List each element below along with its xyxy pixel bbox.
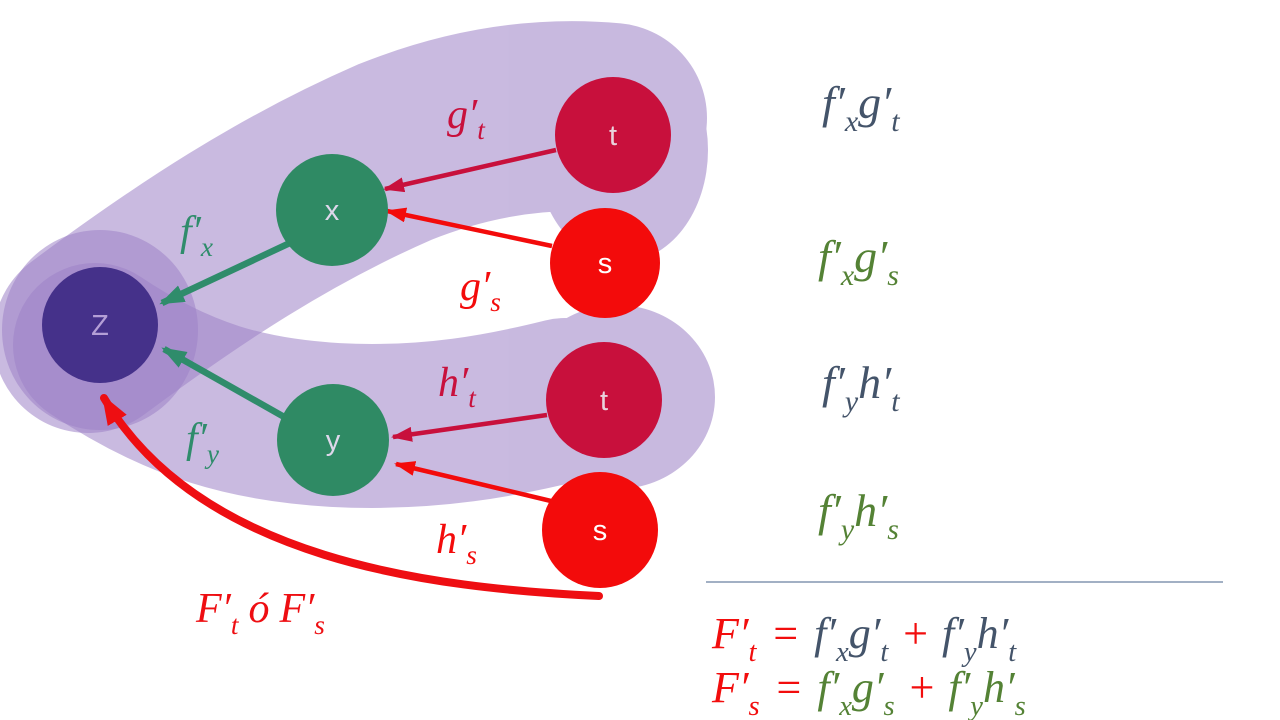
g-s-sub: s xyxy=(490,287,501,317)
edge-label-h-t: h′t xyxy=(438,360,477,413)
eq2-t1a: f′ xyxy=(817,663,840,712)
p2-a: f′ xyxy=(818,231,842,282)
eq1-lhs-sub: t xyxy=(749,637,758,668)
eq1-t1b-sub: t xyxy=(880,637,889,668)
node-x-circle xyxy=(276,154,388,266)
eq1-t1b: g′ xyxy=(849,609,882,658)
edge-s-lower-to-y xyxy=(394,461,552,504)
node-x-label: x xyxy=(325,195,340,227)
node-s-lower: s xyxy=(542,472,658,588)
eq1-lhs: F′ xyxy=(711,609,750,658)
f-y-sub: y xyxy=(204,439,220,469)
eq2-lhs: F′ xyxy=(711,663,750,712)
edge-label-f-x: f′x xyxy=(180,209,213,262)
F-or-p2: F′ xyxy=(278,586,315,632)
g-s-main: g′ xyxy=(460,264,491,310)
p3-b-sub: t xyxy=(891,385,900,418)
edge-s-upper-to-x xyxy=(385,207,553,249)
node-s-lower-label: s xyxy=(593,515,608,547)
edge-x-to-z xyxy=(159,239,294,306)
edge-label-g-s: g′s xyxy=(460,264,501,317)
F-or-s1: t xyxy=(231,610,240,640)
eq2-lhs-sub: s xyxy=(749,691,760,720)
eq2-t2a: f′ xyxy=(948,663,971,712)
equation-Ft: F′t=f′xg′t+f′yh′t xyxy=(711,609,1017,668)
eq1-t2a: f′ xyxy=(942,609,965,658)
p4-a: f′ xyxy=(818,485,842,536)
edge-total-derivative-curve xyxy=(100,394,603,600)
eq2-t2a-sub: y xyxy=(967,691,983,720)
product-fy-ht: f′yh′t xyxy=(822,357,900,418)
node-z: Z xyxy=(42,267,158,383)
p3-a-sub: y xyxy=(842,385,859,418)
g-t-sub: t xyxy=(477,115,486,145)
node-t-lower: t xyxy=(546,342,662,458)
node-t-lower-circle xyxy=(546,342,662,458)
node-s-upper-label: s xyxy=(598,248,613,280)
p3-a: f′ xyxy=(822,357,846,408)
p1-a-sub: x xyxy=(844,105,859,138)
edge-y-to-z xyxy=(161,346,288,421)
edge-label-f-y: f′y xyxy=(186,416,220,469)
node-t-upper-circle xyxy=(555,77,671,193)
edge-t-upper-to-x xyxy=(383,147,557,193)
product-fx-gs: f′xg′s xyxy=(818,231,899,292)
eq2-t1b-sub: s xyxy=(884,691,895,720)
eq2-t1a-sub: x xyxy=(838,691,852,720)
p1-a: f′ xyxy=(822,77,846,128)
node-y-circle xyxy=(277,384,389,496)
h-t-sub: t xyxy=(468,383,477,413)
f-y-main: f′ xyxy=(186,416,208,462)
eq1-t1a: f′ xyxy=(814,609,837,658)
p4-b-sub: s xyxy=(887,513,899,546)
g-t-main: g′ xyxy=(447,92,478,138)
eq1-equals: = xyxy=(770,609,800,658)
eq1-t1a-sub: x xyxy=(835,637,849,668)
eq2-equals: = xyxy=(774,663,804,712)
eq2-t2b: h′ xyxy=(983,663,1016,712)
product-fx-gt: f′xg′t xyxy=(822,77,900,138)
node-y: y xyxy=(277,384,389,496)
edge-label-g-t: g′t xyxy=(447,92,486,145)
node-t-upper: t xyxy=(555,77,671,193)
p3-b: h′ xyxy=(858,357,892,408)
p1-b-sub: t xyxy=(891,105,900,138)
edge-label-h-s: h′s xyxy=(436,517,477,570)
node-s-upper-circle xyxy=(550,208,660,318)
p2-a-sub: x xyxy=(840,259,855,292)
eq1-t2b: h′ xyxy=(977,609,1010,658)
node-s-lower-circle xyxy=(542,472,658,588)
node-s-upper: s xyxy=(550,208,660,318)
F-or-p1: F′ xyxy=(195,586,232,632)
p2-b: g′ xyxy=(854,231,888,282)
p4-a-sub: y xyxy=(838,513,855,546)
f-x-main: f′ xyxy=(180,209,202,255)
edge-t-lower-to-y xyxy=(391,412,548,442)
product-fy-hs: f′yh′s xyxy=(818,485,899,546)
h-t-main: h′ xyxy=(438,360,469,406)
F-or-mid: ó xyxy=(248,586,269,632)
node-z-circle xyxy=(42,267,158,383)
equation-Fs: F′s=f′xg′s+f′yh′s xyxy=(711,663,1026,720)
f-x-sub: x xyxy=(200,232,213,262)
h-s-sub: s xyxy=(466,540,477,570)
eq1-t2b-sub: t xyxy=(1008,637,1017,668)
p1-b: g′ xyxy=(858,77,892,128)
node-x: x xyxy=(276,154,388,266)
node-t-lower-label: t xyxy=(600,385,608,417)
eq2-plus: + xyxy=(907,663,937,712)
eq1-plus: + xyxy=(900,609,930,658)
eq2-t2b-sub: s xyxy=(1015,691,1026,720)
eq1-t2a-sub: y xyxy=(961,637,977,668)
p2-b-sub: s xyxy=(887,259,899,292)
h-s-main: h′ xyxy=(436,517,467,563)
p4-b: h′ xyxy=(854,485,888,536)
node-t-upper-label: t xyxy=(609,120,617,152)
node-y-label: y xyxy=(326,425,341,457)
node-z-label: Z xyxy=(91,310,109,342)
F-or-s2: s xyxy=(314,610,325,640)
eq2-t1b: g′ xyxy=(852,663,885,712)
